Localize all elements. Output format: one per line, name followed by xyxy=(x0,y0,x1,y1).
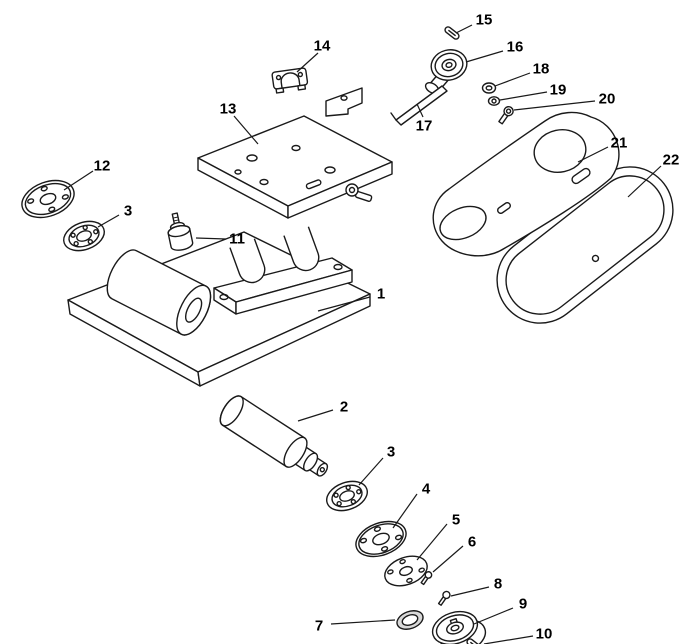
leader-line-9 xyxy=(473,607,514,625)
leader-line-18 xyxy=(494,72,531,87)
part-14-clamp xyxy=(271,67,309,94)
part-11-shock-mount xyxy=(167,212,194,251)
part-10-pin xyxy=(466,638,482,644)
leader-line-14 xyxy=(296,52,319,73)
part-label-13: 13 xyxy=(220,101,237,118)
part-label-3: 3 xyxy=(387,444,395,461)
part-label-1: 1 xyxy=(377,286,385,303)
part-label-15: 15 xyxy=(476,12,493,29)
part-label-9: 9 xyxy=(519,596,527,613)
leader-line-17 xyxy=(416,103,424,118)
leader-line-4 xyxy=(392,493,418,529)
part-21-belt-guard xyxy=(432,111,620,257)
part-1-base-plate xyxy=(67,226,371,387)
leader-line-11 xyxy=(195,237,227,240)
part-13-deck-plate xyxy=(197,87,393,219)
leader-line-10 xyxy=(483,635,534,644)
leader-line-22 xyxy=(627,165,662,198)
leader-line-7 xyxy=(330,619,396,625)
part-8-screw xyxy=(437,590,451,606)
part-4-flange xyxy=(355,520,407,558)
part-19-washer xyxy=(487,96,501,106)
leader-line-20 xyxy=(513,100,596,111)
part-label-16: 16 xyxy=(507,39,524,56)
part-16-pulley xyxy=(424,49,468,95)
part-17-bracket-arm xyxy=(390,85,448,126)
part-20-bolt xyxy=(498,105,514,125)
part-label-6: 6 xyxy=(468,534,476,551)
part-label-17: 17 xyxy=(416,118,433,135)
part-label-8: 8 xyxy=(494,576,502,593)
leader-lines xyxy=(63,24,662,644)
leader-line-16 xyxy=(465,50,504,63)
part-label-11: 11 xyxy=(229,231,245,248)
leader-line-1 xyxy=(317,296,371,312)
part-label-3: 3 xyxy=(124,203,132,220)
leader-line-6 xyxy=(432,545,464,573)
part-9-pulley xyxy=(431,610,487,644)
leader-line-5 xyxy=(416,523,448,561)
part-label-21: 21 xyxy=(611,135,628,152)
leader-line-21 xyxy=(577,146,609,163)
leader-line-2 xyxy=(297,409,334,422)
part-label-22: 22 xyxy=(663,152,680,169)
part-5-plate xyxy=(384,555,428,587)
leader-line-19 xyxy=(499,91,548,101)
part-3-bearing-upper xyxy=(63,220,105,252)
part-label-4: 4 xyxy=(422,481,431,498)
part-7-ring xyxy=(396,610,424,630)
part-3-bearing-lower xyxy=(326,480,368,512)
leader-line-15 xyxy=(455,24,473,34)
part-15-pin xyxy=(444,26,460,40)
part-18-washer xyxy=(481,82,497,94)
part-2-exciter-shaft xyxy=(219,395,329,477)
part-label-14: 14 xyxy=(314,38,331,55)
leader-line-3 xyxy=(97,214,120,228)
part-label-5: 5 xyxy=(452,512,460,529)
part-6-screw xyxy=(420,571,433,586)
part-label-20: 20 xyxy=(599,91,616,108)
part-12-flange-plate xyxy=(21,179,75,219)
part-label-19: 19 xyxy=(550,82,567,99)
part-label-10: 10 xyxy=(536,626,553,643)
leader-line-3 xyxy=(358,457,384,486)
leader-line-12 xyxy=(63,170,94,191)
part-label-7: 7 xyxy=(315,618,323,635)
part-label-2: 2 xyxy=(340,399,348,416)
leader-line-13 xyxy=(233,115,259,145)
leader-line-8 xyxy=(450,586,490,597)
part-label-12: 12 xyxy=(94,158,111,175)
part-label-18: 18 xyxy=(533,61,550,78)
